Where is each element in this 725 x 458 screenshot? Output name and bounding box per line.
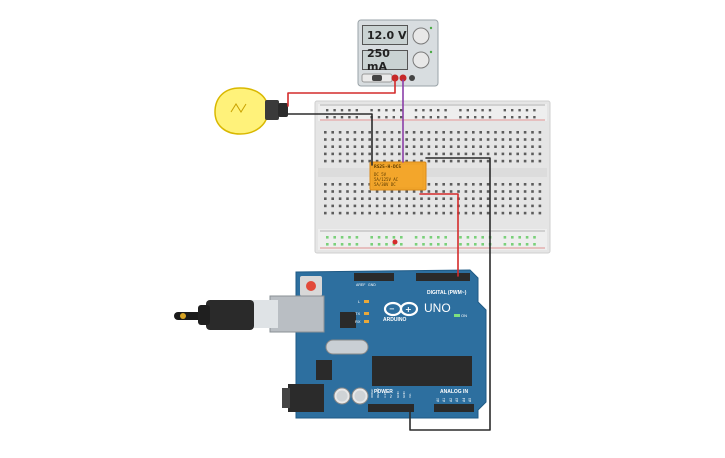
digital-header-label: DIGITAL (PWM~): [427, 290, 467, 296]
current-knob[interactable]: [412, 51, 430, 69]
analog-pin-label: A2: [448, 397, 453, 402]
arduino-uno[interactable]: − +: [252, 269, 487, 419]
positive-terminal[interactable]: [391, 74, 399, 82]
current-display: 250 mA: [362, 47, 408, 73]
wire-supply-to-bulb: [287, 79, 396, 107]
power-pin-label: 3.3V: [382, 391, 387, 398]
svg-text:−: −: [389, 305, 395, 313]
power-pin-label: 5V: [389, 394, 394, 398]
wire-relay-to-arduino-gnd: [409, 157, 491, 431]
power-header-label: POWER: [374, 389, 393, 395]
voltage-display: 12.0 V: [362, 25, 408, 45]
light-bulb[interactable]: [214, 87, 288, 135]
current-value: 250 mA: [367, 47, 390, 73]
dc-jack[interactable]: [288, 384, 324, 412]
power-pin-label: Vin: [408, 393, 413, 398]
usb-port[interactable]: [269, 295, 325, 333]
analog-pin-label: A5: [468, 397, 472, 402]
usb-cable[interactable]: [174, 300, 254, 330]
power-pin-label: RESET: [376, 387, 381, 398]
led-rx-label: RX: [355, 319, 361, 324]
relay-spec-2: 5A/30V DC: [374, 182, 396, 187]
led-tx-label: TX: [355, 311, 361, 316]
led-tx-icon: [364, 312, 369, 315]
on-label: ON: [461, 313, 467, 318]
wire-relay-to-arduino-pin: [419, 193, 459, 277]
breadboard[interactable]: [314, 100, 551, 254]
analog-pin-label: A0: [436, 397, 440, 402]
usb-cable-tip-icon: [180, 313, 186, 319]
wires[interactable]: [287, 79, 491, 431]
analog-pin-label: A4: [461, 397, 466, 402]
relay-spec-0: DC 5V: [374, 172, 387, 177]
breadboard-marker: [392, 239, 398, 245]
atmega-chip: [372, 356, 472, 386]
power-pin-label: GND: [395, 391, 400, 398]
arduino-brand: ARDUINO: [383, 317, 407, 323]
negative-terminal[interactable]: [399, 74, 407, 82]
power-pin-label: IOREF: [370, 388, 374, 398]
breadboard-holes[interactable]: [324, 109, 542, 246]
analog-pin-label: A1: [442, 397, 447, 402]
aref-label: AREF: [356, 283, 366, 287]
analog-pin-label: A3: [455, 397, 460, 402]
wire-bulb-to-relay: [287, 113, 373, 166]
led-l-icon: [364, 300, 369, 303]
led-rx-icon: [364, 320, 369, 323]
arduino-infinity-logo: [383, 301, 419, 317]
reset-button[interactable]: [306, 281, 316, 291]
led-l-label: L: [358, 299, 361, 304]
led-on-icon: [454, 314, 460, 317]
voltage-knob[interactable]: [412, 27, 430, 45]
gnd-label: GND: [368, 283, 376, 287]
relay-module[interactable]: [369, 161, 427, 191]
power-pin-label: GND: [402, 391, 406, 398]
relay-spec-1: 5A/125V AC: [374, 177, 399, 182]
voltage-value: 12.0 V: [367, 28, 407, 42]
arduino-model: UNO: [424, 301, 451, 315]
svg-text:+: +: [405, 305, 412, 314]
power-switch[interactable]: [372, 75, 382, 81]
relay-label: RS25-H-DC5: [374, 165, 402, 170]
analog-header-label: ANALOG IN: [440, 389, 469, 395]
